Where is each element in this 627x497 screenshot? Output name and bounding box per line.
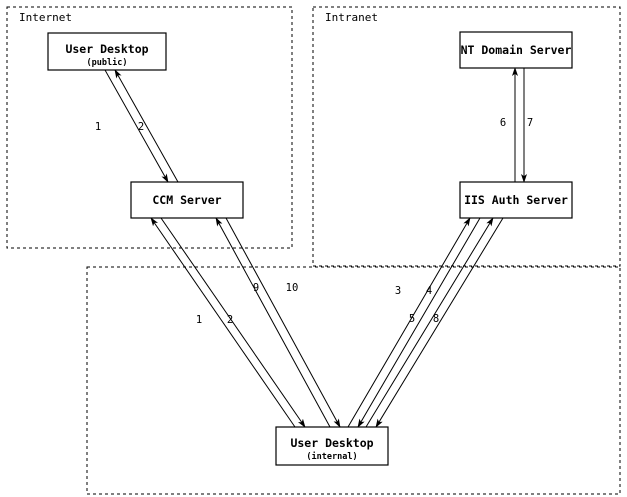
- node-title: User Desktop: [290, 436, 373, 450]
- step-label-4: 4: [426, 285, 432, 297]
- node-box[interactable]: [130, 181, 244, 219]
- zone-intranet-label: Intranet: [325, 11, 378, 24]
- node-title: NT Domain Server: [461, 43, 572, 57]
- node-nt-domain-server[interactable]: NT Domain Server: [459, 31, 573, 69]
- flow-line-2: [114, 69, 179, 183]
- flow-lines-public-ccm: [104, 69, 179, 183]
- step-label-1-internal: 1: [196, 314, 202, 326]
- node-box[interactable]: [459, 181, 573, 219]
- zone-intranet-boundary: [312, 6, 621, 267]
- node-title: CCM Server: [152, 193, 221, 207]
- node-subtitle: (internal): [306, 451, 357, 462]
- node-box[interactable]: [459, 31, 573, 69]
- flow-line-1: [104, 69, 169, 183]
- step-label-2-public: 2: [138, 121, 144, 133]
- node-user-desktop-internal[interactable]: User Desktop (internal): [275, 426, 389, 466]
- step-label-7: 7: [527, 117, 533, 129]
- flow-line-10: [225, 217, 341, 428]
- step-label-5: 5: [409, 313, 415, 325]
- step-label-1-public: 1: [95, 121, 101, 133]
- flow-line-9: [215, 217, 331, 428]
- step-label-2-internal: 2: [227, 314, 233, 326]
- step-label-10: 10: [286, 282, 299, 294]
- flow-line-8: [375, 217, 504, 428]
- node-user-desktop-public[interactable]: User Desktop (public): [47, 32, 167, 71]
- step-label-9: 9: [253, 282, 259, 294]
- flow-lines-iis-internal-34: [347, 217, 481, 428]
- node-title: User Desktop: [65, 42, 148, 56]
- step-label-3: 3: [395, 285, 401, 297]
- flow-line-4: [357, 217, 481, 428]
- flow-lines-ccm-internal-12: [150, 217, 306, 428]
- flow-line-5: [365, 217, 494, 428]
- node-iis-auth-server[interactable]: IIS Auth Server: [459, 181, 573, 219]
- flow-lines-iis-nt: [512, 67, 527, 183]
- step-label-group: 1 2 1 2 9 10 3 4 5 8 6 7: [95, 117, 533, 326]
- zone-group: Internet Intranet: [6, 6, 621, 495]
- flow-line-3: [347, 217, 471, 428]
- flow-lines-ccm-internal-910: [215, 217, 341, 428]
- step-label-6: 6: [500, 117, 506, 129]
- step-label-8: 8: [433, 313, 439, 325]
- node-box[interactable]: [47, 32, 167, 71]
- node-title: IIS Auth Server: [464, 193, 568, 207]
- node-ccm-server[interactable]: CCM Server: [130, 181, 244, 219]
- flow-lines-iis-internal-58: [365, 217, 504, 428]
- flow-line-2b: [160, 217, 306, 428]
- zone-internet-label: Internet: [19, 11, 72, 24]
- node-box[interactable]: [275, 426, 389, 466]
- zone-internet-boundary: [6, 6, 293, 249]
- flow-line-1b: [150, 217, 296, 428]
- node-subtitle: (public): [87, 57, 128, 68]
- zone-internal-lan-boundary: [86, 266, 621, 495]
